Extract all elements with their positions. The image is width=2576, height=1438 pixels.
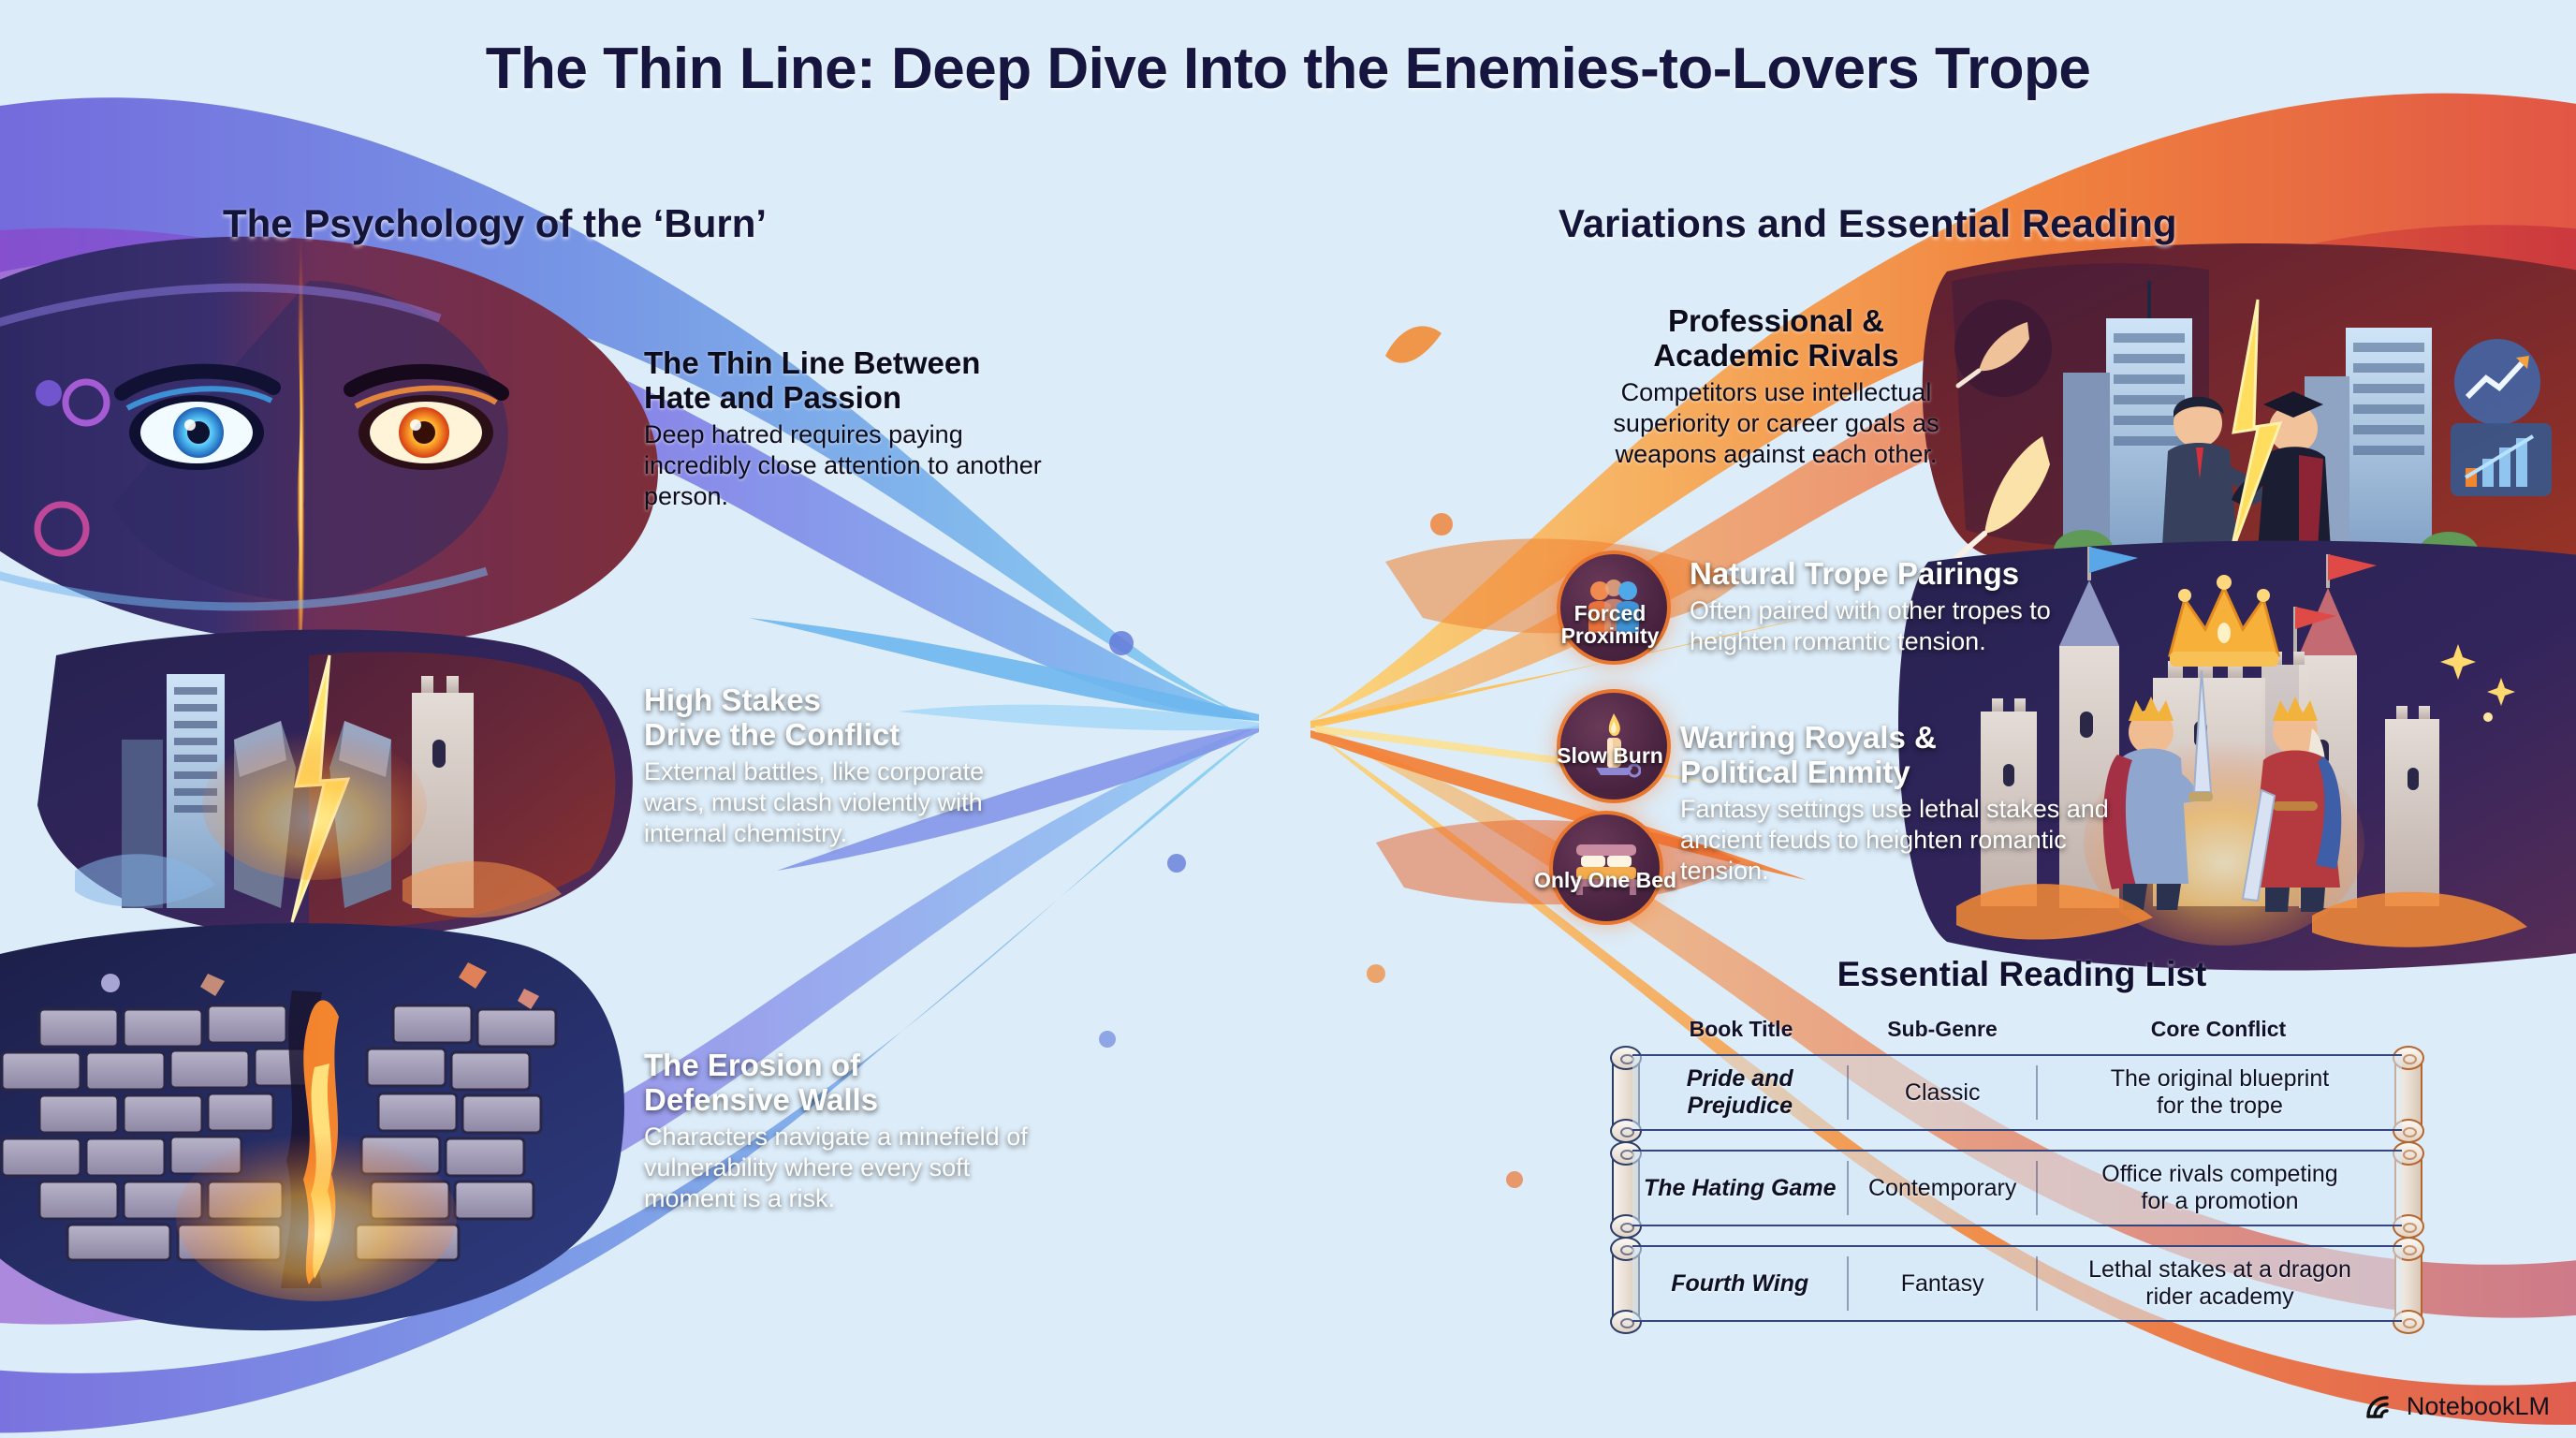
core-conflict-line2: rider academy xyxy=(2145,1284,2294,1310)
cell-book-title: The Hating Game xyxy=(1643,1174,1837,1201)
page-title: The Thin Line: Deep Dive Into the Enemie… xyxy=(485,37,2091,101)
two-people-icon xyxy=(1588,580,1639,633)
block-natural-trope-pairings: Natural Trope Pairings Often paired with… xyxy=(1690,556,2130,657)
badge-label-line1: Forced xyxy=(1573,601,1647,625)
table-row: Fourth Wing Fantasy Lethal stakes at a d… xyxy=(1610,1237,2424,1334)
block-title-line1: Natural Trope Pairings xyxy=(1690,556,2020,591)
core-conflict-line1: Lethal stakes at a dragon xyxy=(2088,1256,2351,1283)
trope-badge-only-one-bed xyxy=(1549,811,1663,925)
column-header-book-title: Book Title xyxy=(1689,1017,1793,1041)
illustration-cracked-wall xyxy=(0,923,624,1331)
block-body: Often paired with other tropes to height… xyxy=(1690,595,2051,655)
block-title-line1: The Thin Line Between xyxy=(644,345,981,380)
watermark-label: NotebookLM xyxy=(2406,1392,2550,1420)
cell-core-conflict: Office rivals competing for a promotion xyxy=(2038,1161,2402,1215)
block-body: Competitors use intellectual superiority… xyxy=(1613,377,1939,468)
cell-divider xyxy=(2035,1161,2038,1215)
block-title-line2: Political Enmity xyxy=(1680,754,1910,789)
cell-divider xyxy=(2035,1065,2038,1120)
core-conflict-line2: for a promotion xyxy=(2141,1188,2299,1214)
cell-core-conflict: The original blueprint for the trope xyxy=(2038,1065,2402,1120)
badge-label-line1: Slow Burn xyxy=(1557,743,1663,768)
core-conflict-line1: The original blueprint xyxy=(2110,1065,2330,1092)
block-professional-rivals: Professional & Academic Rivals Competito… xyxy=(1591,303,1961,470)
block-title-line2: Academic Rivals xyxy=(1653,337,1899,373)
block-title-line2: Drive the Conflict xyxy=(644,716,900,752)
illustration-clashing-knights xyxy=(37,629,633,938)
trope-badge-label-only-one-bed: Only One Bed xyxy=(1516,869,1694,891)
table-row: The Hating Game Contemporary Office riva… xyxy=(1610,1141,2424,1239)
cell-sub-genre: Classic xyxy=(1904,1078,1981,1106)
core-conflict-line2: for the trope xyxy=(2157,1093,2283,1119)
trope-badge-forced-proximity xyxy=(1557,550,1671,665)
cell-book-title: Fourth Wing xyxy=(1671,1269,1809,1297)
cell-divider xyxy=(1847,1065,1850,1120)
illustration-duel-eyes xyxy=(0,233,659,656)
column-header-core-conflict: Core Conflict xyxy=(2150,1017,2287,1041)
block-title-line1: High Stakes xyxy=(644,682,821,717)
block-title-line1: The Erosion of xyxy=(644,1048,860,1082)
cell-sub-genre: Fantasy xyxy=(1900,1269,1984,1297)
left-column-heading: The Psychology of the ‘Burn’ xyxy=(223,201,768,245)
block-thin-line: The Thin Line Between Hate and Passion D… xyxy=(644,345,1056,512)
block-warring-royals: Warring Royals & Political Enmity Fantas… xyxy=(1680,720,2120,887)
reading-list-body: Pride and Prejudice Classic The original… xyxy=(1610,1046,2424,1334)
block-erosion-of-walls: The Erosion of Defensive Walls Character… xyxy=(644,1048,1037,1214)
badge-label-line1: Only One Bed xyxy=(1533,868,1677,892)
notebooklm-watermark: NotebookLM xyxy=(2365,1392,2550,1421)
right-column-heading: Variations and Essential Reading xyxy=(1559,201,2177,245)
block-title-line1: Professional & xyxy=(1667,303,1885,338)
reading-list-header-row: Book Title Sub-Genre Core Conflict xyxy=(1633,1017,2401,1042)
cell-book-title: Pride and Prejudice xyxy=(1686,1065,1793,1119)
illustration-warring-royals xyxy=(1898,540,2576,971)
block-body: Deep hatred requires paying incredibly c… xyxy=(644,419,1042,510)
table-row: Pride and Prejudice Classic The original… xyxy=(1610,1046,2424,1143)
candle-icon xyxy=(1596,713,1641,778)
badge-label-line2: Proximity xyxy=(1560,624,1660,649)
reading-list-title: Essential Reading List xyxy=(1837,955,2207,993)
cell-divider xyxy=(1847,1161,1850,1215)
cell-sub-genre: Contemporary xyxy=(1867,1174,2017,1201)
block-title-line2: Defensive Walls xyxy=(644,1081,879,1117)
trope-badge-label-forced-proximity: Forced Proximity xyxy=(1521,602,1699,647)
cell-core-conflict: Lethal stakes at a dragon rider academy xyxy=(2038,1256,2402,1311)
block-body: Fantasy settings use lethal stakes and a… xyxy=(1680,794,2109,885)
column-header-sub-genre: Sub-Genre xyxy=(1887,1017,1998,1041)
block-title-line2: Hate and Passion xyxy=(644,379,902,415)
block-body: Characters navigate a minefield of vulne… xyxy=(644,1122,1028,1212)
cell-divider xyxy=(1847,1256,1850,1311)
illustration-professional-rivals xyxy=(1922,243,2576,581)
trope-badge-label-slow-burn: Slow Burn xyxy=(1521,744,1699,767)
block-high-stakes: High Stakes Drive the Conflict External … xyxy=(644,682,1018,849)
trope-badge-slow-burn xyxy=(1557,689,1671,803)
block-title-line1: Warring Royals & xyxy=(1680,720,1937,755)
core-conflict-line1: Office rivals competing xyxy=(2101,1161,2338,1187)
cell-divider xyxy=(2035,1256,2038,1311)
notebooklm-logo-icon xyxy=(2366,1395,2389,1418)
bed-icon xyxy=(1574,844,1638,895)
block-body: External battles, like corporate wars, m… xyxy=(644,756,985,847)
